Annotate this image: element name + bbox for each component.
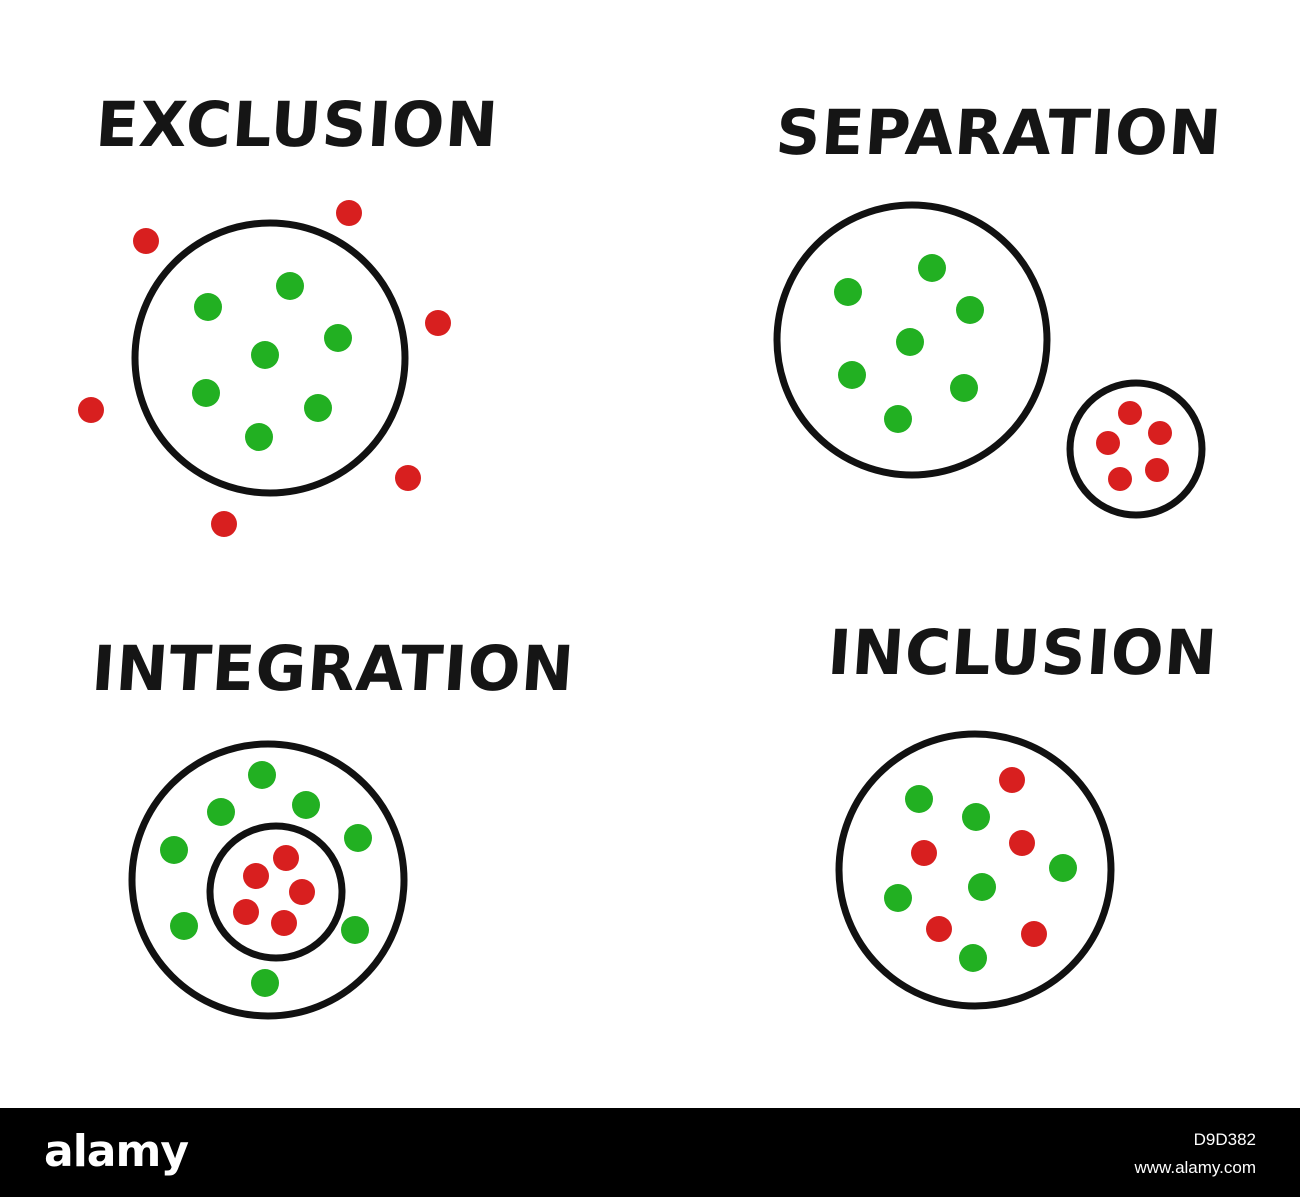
inclusion-green-dot <box>905 785 933 813</box>
exclusion-red-dot <box>78 397 104 423</box>
panel-exclusion <box>78 200 451 537</box>
integration-green-dot <box>207 798 235 826</box>
exclusion-green-dot <box>192 379 220 407</box>
exclusion-red-dot <box>133 228 159 254</box>
integration-green-dot <box>251 969 279 997</box>
separation-green-dot <box>950 374 978 402</box>
separation-red-dot <box>1145 458 1169 482</box>
exclusion-red-dot <box>425 310 451 336</box>
inclusion-green-dot <box>962 803 990 831</box>
exclusion-red-dot <box>336 200 362 226</box>
panel-integration <box>128 740 408 1020</box>
site-url-label: www.alamy.com <box>1134 1158 1256 1177</box>
alamy-logo: alamy <box>44 1126 189 1177</box>
integration-green-dot <box>292 791 320 819</box>
exclusion-green-dot <box>304 394 332 422</box>
separation-small-circle <box>1066 379 1206 519</box>
exclusion-green-dot <box>251 341 279 369</box>
image-id-label: D9D382 <box>1193 1130 1256 1149</box>
inclusion-red-dot <box>911 840 937 866</box>
inclusion-green-dot <box>959 944 987 972</box>
inclusion-red-dot <box>1009 830 1035 856</box>
separation-red-dot <box>1118 401 1142 425</box>
exclusion-main-circle <box>131 219 409 497</box>
inclusion-green-dot <box>884 884 912 912</box>
separation-green-dot <box>884 405 912 433</box>
exclusion-green-dot <box>324 324 352 352</box>
separation-red-dot <box>1096 431 1120 455</box>
integration-red-dot <box>233 899 259 925</box>
separation-green-dot <box>834 278 862 306</box>
exclusion-red-dot <box>211 511 237 537</box>
exclusion-green-dot <box>276 272 304 300</box>
separation-green-dot <box>896 328 924 356</box>
inclusion-green-dot <box>1049 854 1077 882</box>
inclusion-red-dot <box>1021 921 1047 947</box>
integration-green-dot <box>341 916 369 944</box>
integration-red-dot <box>243 863 269 889</box>
inclusion-green-dot <box>968 873 996 901</box>
separation-green-dot <box>956 296 984 324</box>
inclusion-main-circle <box>835 730 1115 1010</box>
exclusion-green-dot <box>194 293 222 321</box>
integration-red-dot <box>273 845 299 871</box>
panel-inclusion <box>835 730 1115 1010</box>
integration-red-dot <box>271 910 297 936</box>
separation-red-dot <box>1108 467 1132 491</box>
diagram-stage: EXCLUSION SEPARATION INTEGRATION INCLUSI… <box>78 88 1224 1020</box>
integration-green-dot <box>248 761 276 789</box>
integration-red-dot <box>289 879 315 905</box>
separation-green-dot <box>918 254 946 282</box>
diagram-shapes <box>78 200 1206 1020</box>
integration-inner-circle <box>206 822 346 962</box>
exclusion-green-dot <box>245 423 273 451</box>
separation-main-circle <box>773 201 1051 479</box>
separation-green-dot <box>838 361 866 389</box>
panel-separation <box>773 201 1206 519</box>
integration-green-dot <box>170 912 198 940</box>
exclusion-red-dot <box>395 465 421 491</box>
integration-outer-circle <box>128 740 408 1020</box>
watermark-footer: alamy D9D382 www.alamy.com <box>0 1108 1300 1197</box>
inclusion-red-dot <box>926 916 952 942</box>
integration-green-dot <box>344 824 372 852</box>
separation-red-dot <box>1148 421 1172 445</box>
inclusion-red-dot <box>999 767 1025 793</box>
integration-green-dot <box>160 836 188 864</box>
